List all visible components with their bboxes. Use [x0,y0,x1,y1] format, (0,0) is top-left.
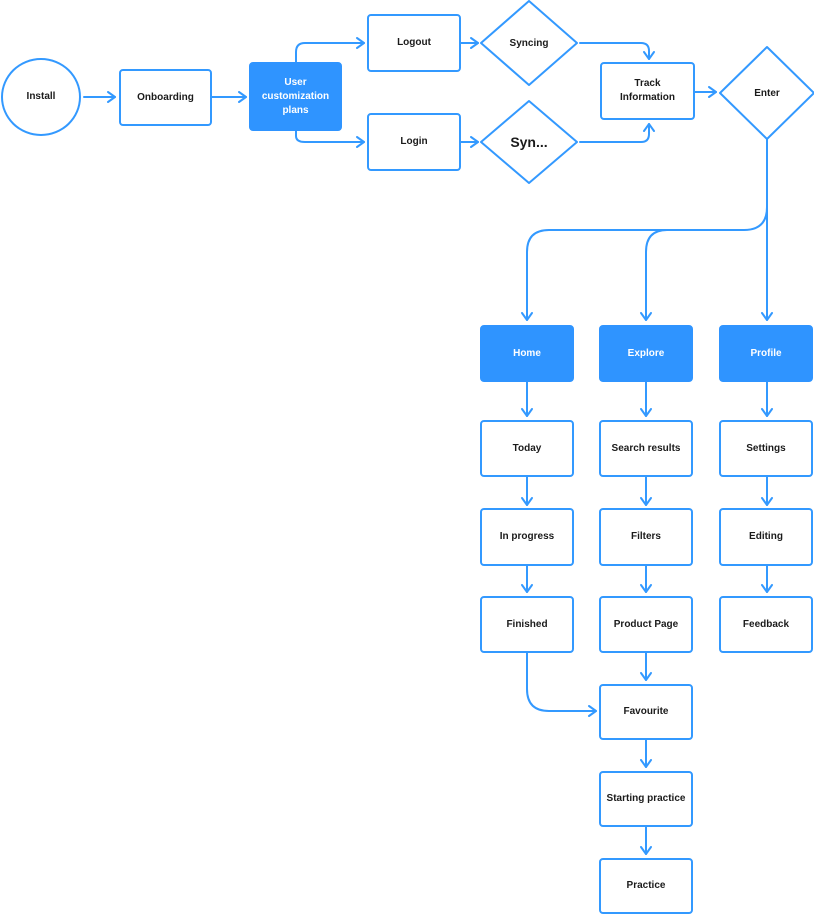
settings-label: Settings [746,442,786,454]
user-customization-node: User customization plans [249,62,342,131]
onboarding-label: Onboarding [137,91,194,103]
track-information-node: Track Information [600,62,695,120]
profile-node: Profile [719,325,813,382]
enter-to-home-arrow [521,138,768,321]
profile-label: Profile [750,347,782,359]
favourite-to-starting-arrow [640,739,652,768]
home-label: Home [513,347,541,359]
today-to-in-progress-arrow [521,476,533,506]
user-customization-label: User customization plans [261,76,330,116]
favourite-node: Favourite [599,684,693,740]
syncing-short-to-track-arrow [579,123,655,143]
track-information-label: Track Information [620,78,675,103]
install-to-onboarding-arrow [83,91,116,103]
favourite-label: Favourite [623,706,669,717]
login-label: Login [400,136,428,147]
search-to-filters-arrow [640,476,652,506]
logout-label: Logout [397,37,431,48]
filters-node: Filters [599,508,693,566]
editing-label: Editing [749,531,783,542]
login-to-syncing-arrow [460,136,479,148]
editing-node: Editing [719,508,813,566]
home-to-today-arrow [521,381,533,417]
enter-to-explore-arrow [640,229,668,321]
filters-to-product-arrow [640,565,652,593]
in-progress-node: In progress [480,508,574,566]
enter-diamond [719,46,814,140]
finished-to-favourite-arrow [526,652,597,717]
home-node: Home [480,325,574,382]
profile-to-settings-arrow [761,381,773,417]
today-label: Today [512,442,542,454]
onboarding-to-customization-arrow [211,91,247,103]
install-label: Install [26,91,56,102]
customization-to-login-arrow [295,130,365,148]
search-results-node: Search results [599,420,693,477]
logout-to-syncing-arrow [460,37,479,49]
search-results-label: Search results [611,442,681,454]
starting-to-practice-arrow [640,826,652,855]
feedback-label: Feedback [742,618,790,630]
explore-node: Explore [599,325,693,382]
track-to-enter-arrow [694,86,717,98]
syncing-to-track-arrow [579,42,655,60]
install-node: Install [1,58,81,136]
today-node: Today [480,420,574,477]
editing-to-feedback-arrow [761,565,773,593]
practice-label: Practice [626,880,666,891]
settings-to-editing-arrow [761,476,773,506]
feedback-node: Feedback [719,596,813,653]
syncing-diamond [480,0,578,86]
syncing-short-diamond [480,100,578,184]
explore-to-search-arrow [640,381,652,417]
product-page-node: Product Page [599,596,693,653]
login-node: Login [367,113,461,171]
customization-to-logout-arrow [295,37,365,63]
finished-node: Finished [480,596,574,653]
settings-node: Settings [719,420,813,477]
starting-practice-node: Starting practice [599,771,693,827]
in-progress-label: In progress [499,531,555,542]
onboarding-node: Onboarding [119,69,212,126]
filters-label: Filters [630,531,661,542]
logout-node: Logout [367,14,461,72]
starting-practice-label: Starting practice [606,793,686,804]
enter-to-profile-arrow [761,206,773,321]
practice-node: Practice [599,858,693,914]
explore-label: Explore [627,347,665,359]
product-page-label: Product Page [613,618,679,630]
product-to-favourite-arrow [640,652,652,681]
in-progress-to-finished-arrow [521,565,533,593]
finished-label: Finished [506,618,548,630]
